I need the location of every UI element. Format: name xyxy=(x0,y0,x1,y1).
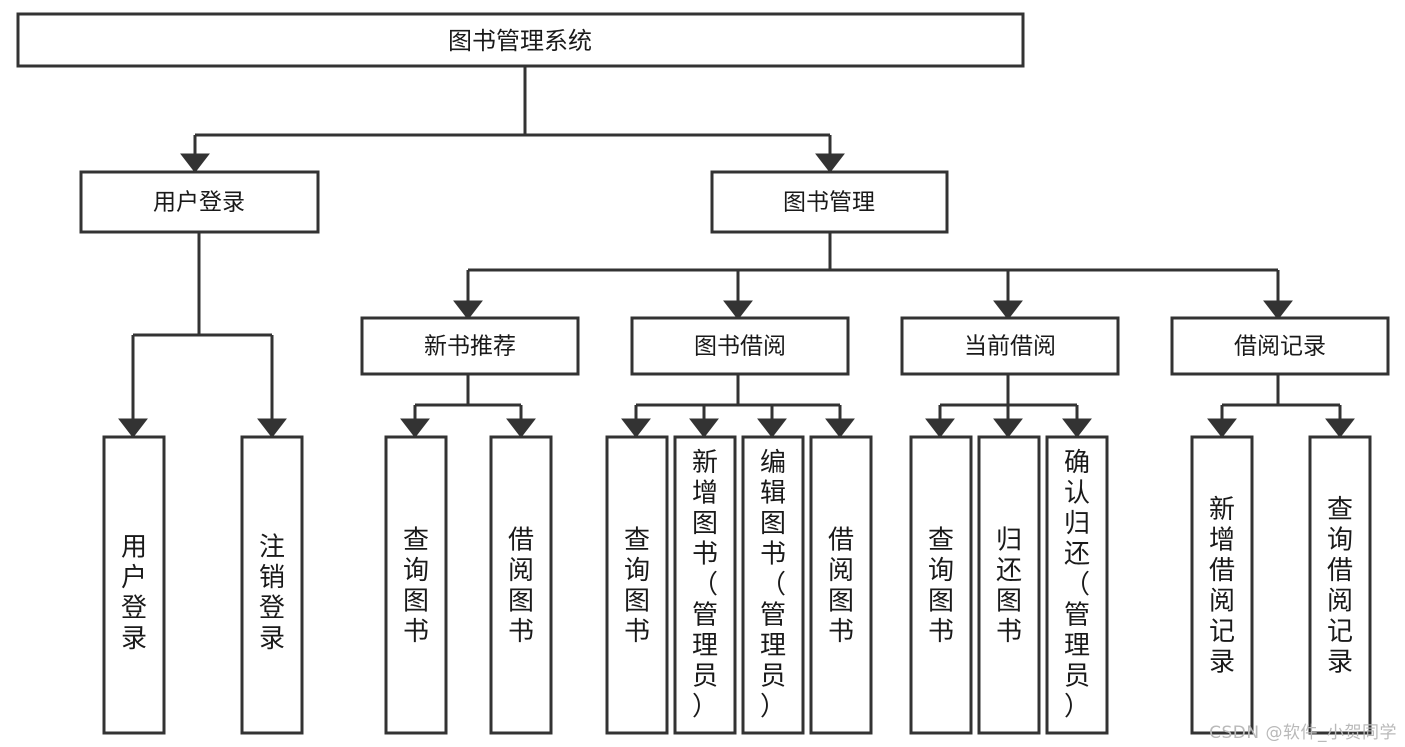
leaf-query-books-b-box[interactable] xyxy=(605,435,669,735)
node-borrow-records-label: 借阅记录 xyxy=(1234,334,1326,360)
node-current-borrow-box[interactable] xyxy=(900,316,1120,376)
leaf-borrow-books-b-label: 借阅图书 xyxy=(828,526,854,648)
leaf-edit-book-admin-label: 编辑图书（管理员） xyxy=(760,448,786,722)
node-book-management[interactable]: 图书管理 xyxy=(710,170,949,234)
leaf-query-books-b-label: 查询图书 xyxy=(624,526,650,648)
connector-group-root xyxy=(180,66,845,173)
leaf-logout-box[interactable] xyxy=(240,435,304,735)
node-user-login[interactable]: 用户登录 xyxy=(79,170,320,234)
leaf-confirm-return-admin[interactable]: 确认归还（管理员） xyxy=(1045,435,1109,735)
node-book-borrow-label: 图书借阅 xyxy=(694,334,786,360)
node-new-book-recommend[interactable]: 新书推荐 xyxy=(360,316,580,376)
leaf-query-borrow-record[interactable]: 查询借阅记录 xyxy=(1308,435,1372,735)
leaf-logout[interactable]: 注销登录 xyxy=(240,435,304,735)
leaf-add-book-admin-label: 新增图书（管理员） xyxy=(692,448,718,722)
node-current-borrow[interactable]: 当前借阅 xyxy=(900,316,1120,376)
leaf-borrow-books-b-box[interactable] xyxy=(809,435,873,735)
leaf-add-borrow-record[interactable]: 新增借阅记录 xyxy=(1190,435,1254,735)
leaf-query-books-a-label: 查询图书 xyxy=(403,526,429,648)
leaf-borrow-books-a-box[interactable] xyxy=(489,435,553,735)
leaf-add-borrow-record-box[interactable] xyxy=(1190,435,1254,735)
leaf-user-login-box[interactable] xyxy=(102,435,166,735)
leaf-query-books-c[interactable]: 查询图书 xyxy=(909,435,973,735)
node-book-borrow[interactable]: 图书借阅 xyxy=(630,316,850,376)
leaf-borrow-books-b[interactable]: 借阅图书 xyxy=(809,435,873,735)
connector-group-new-books xyxy=(400,374,536,438)
node-borrow-records[interactable]: 借阅记录 xyxy=(1170,316,1390,376)
leaf-confirm-return-admin-label: 确认归还（管理员） xyxy=(1064,448,1090,722)
connector-group-records xyxy=(1207,374,1355,438)
connector-group-borrow xyxy=(621,374,855,438)
leaf-user-login[interactable]: 用户登录 xyxy=(102,435,166,735)
node-user-login-box[interactable] xyxy=(79,170,320,234)
leaf-query-books-c-box[interactable] xyxy=(909,435,973,735)
leaf-query-books-b[interactable]: 查询图书 xyxy=(605,435,669,735)
node-new-book-recommend-label: 新书推荐 xyxy=(424,334,516,360)
node-root-box[interactable] xyxy=(16,12,1025,68)
leaf-query-borrow-record-label: 查询借阅记录 xyxy=(1327,495,1353,678)
leaf-add-book-admin-box[interactable] xyxy=(673,435,737,735)
csdn-watermark: CSDN @软件_小贺同学 xyxy=(1209,723,1397,743)
leaf-add-book-admin[interactable]: 新增图书（管理员） xyxy=(673,435,737,735)
leaf-logout-label: 注销登录 xyxy=(259,533,285,655)
node-new-book-recommend-box[interactable] xyxy=(360,316,580,376)
node-borrow-records-box[interactable] xyxy=(1170,316,1390,376)
connector-group-book-mgmt xyxy=(453,232,1293,320)
leaf-query-borrow-record-box[interactable] xyxy=(1308,435,1372,735)
leaf-query-books-a[interactable]: 查询图书 xyxy=(384,435,448,735)
node-root[interactable]: 图书管理系统 xyxy=(16,12,1025,68)
leaf-add-borrow-record-label: 新增借阅记录 xyxy=(1209,495,1235,678)
leaf-query-books-c-label: 查询图书 xyxy=(928,526,954,648)
node-book-management-box[interactable] xyxy=(710,170,949,234)
node-root-label: 图书管理系统 xyxy=(448,27,592,55)
leaf-borrow-books-a[interactable]: 借阅图书 xyxy=(489,435,553,735)
node-user-login-label: 用户登录 xyxy=(153,190,245,216)
leaf-edit-book-admin[interactable]: 编辑图书（管理员） xyxy=(741,435,805,735)
node-current-borrow-label: 当前借阅 xyxy=(964,334,1056,360)
leaf-return-books[interactable]: 归还图书 xyxy=(977,435,1041,735)
connector-group-user-login xyxy=(118,232,287,438)
leaf-confirm-return-admin-box[interactable] xyxy=(1045,435,1109,735)
leaf-borrow-books-a-label: 借阅图书 xyxy=(508,526,534,648)
leaf-return-books-box[interactable] xyxy=(977,435,1041,735)
connector-group-current xyxy=(925,374,1092,438)
leaf-edit-book-admin-box[interactable] xyxy=(741,435,805,735)
leaf-return-books-label: 归还图书 xyxy=(996,526,1022,648)
node-book-borrow-box[interactable] xyxy=(630,316,850,376)
node-book-management-label: 图书管理 xyxy=(783,190,875,216)
leaf-query-books-a-box[interactable] xyxy=(384,435,448,735)
leaf-user-login-label: 用户登录 xyxy=(121,533,147,655)
